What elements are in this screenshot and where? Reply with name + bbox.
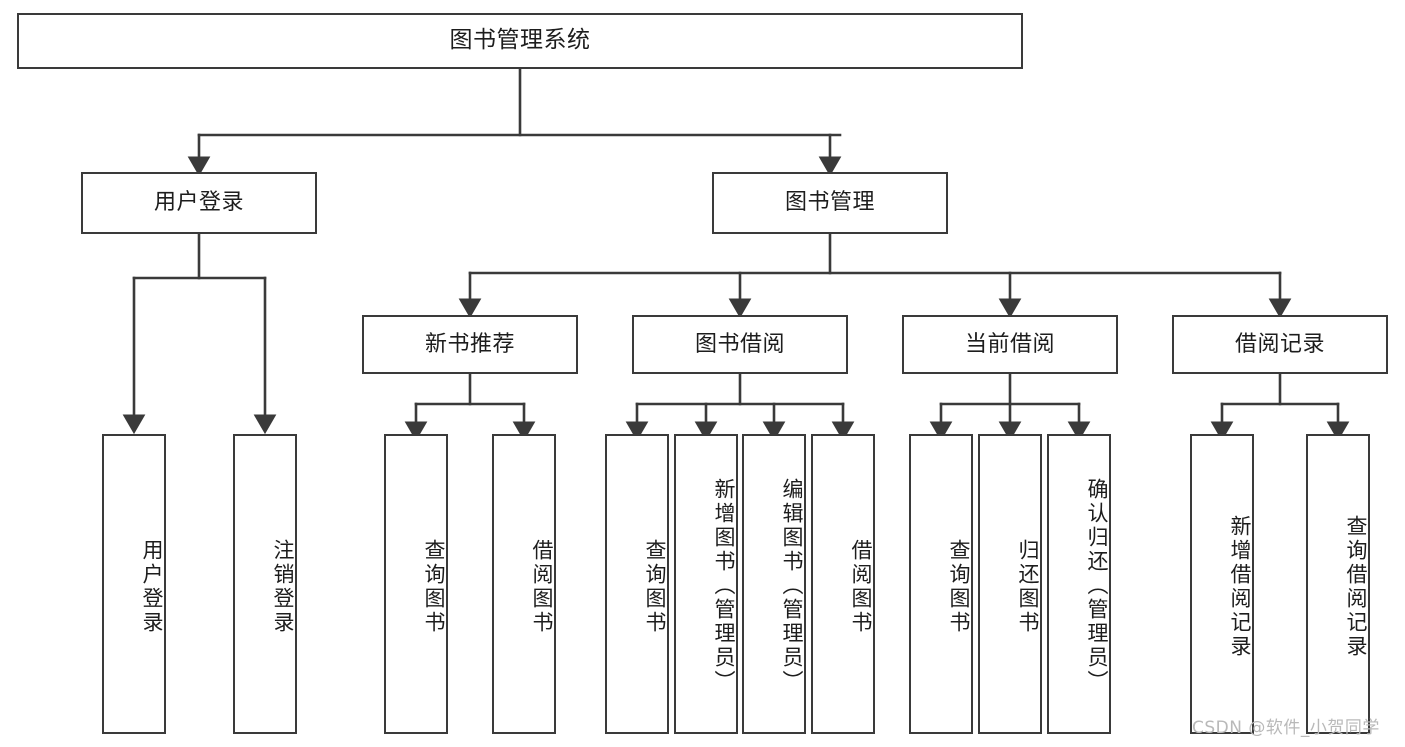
leaf-return-book[interactable]: 归还图书 — [978, 434, 1042, 734]
leaf-user-login[interactable]: 用户登录 — [102, 434, 166, 734]
leaf-query-book-borrow[interactable]: 查询图书 — [605, 434, 669, 734]
leaf-query-book-rec[interactable]: 查询图书 — [384, 434, 448, 734]
leaf-add-book-admin[interactable]: 新增图书（管理员） — [674, 434, 738, 734]
leaf-edit-book-admin[interactable]: 编辑图书（管理员） — [742, 434, 806, 734]
node-current-borrow[interactable]: 当前借阅 — [902, 315, 1118, 374]
leaf-borrow-book-rec[interactable]: 借阅图书 — [492, 434, 556, 734]
leaf-query-borrow-record[interactable]: 查询借阅记录 — [1306, 434, 1370, 734]
leaf-add-borrow-record[interactable]: 新增借阅记录 — [1190, 434, 1254, 734]
node-book-manage[interactable]: 图书管理 — [712, 172, 948, 234]
leaf-confirm-return-admin[interactable]: 确认归还（管理员） — [1047, 434, 1111, 734]
node-borrow-record[interactable]: 借阅记录 — [1172, 315, 1388, 374]
node-new-book-rec[interactable]: 新书推荐 — [362, 315, 578, 374]
leaf-borrow-book[interactable]: 借阅图书 — [811, 434, 875, 734]
node-book-borrow[interactable]: 图书借阅 — [632, 315, 848, 374]
node-user-login[interactable]: 用户登录 — [81, 172, 317, 234]
csdn-watermark: CSDN @软件_小贺同学 — [1192, 718, 1380, 738]
node-root[interactable]: 图书管理系统 — [17, 13, 1023, 69]
leaf-query-book-current[interactable]: 查询图书 — [909, 434, 973, 734]
leaf-logout[interactable]: 注销登录 — [233, 434, 297, 734]
